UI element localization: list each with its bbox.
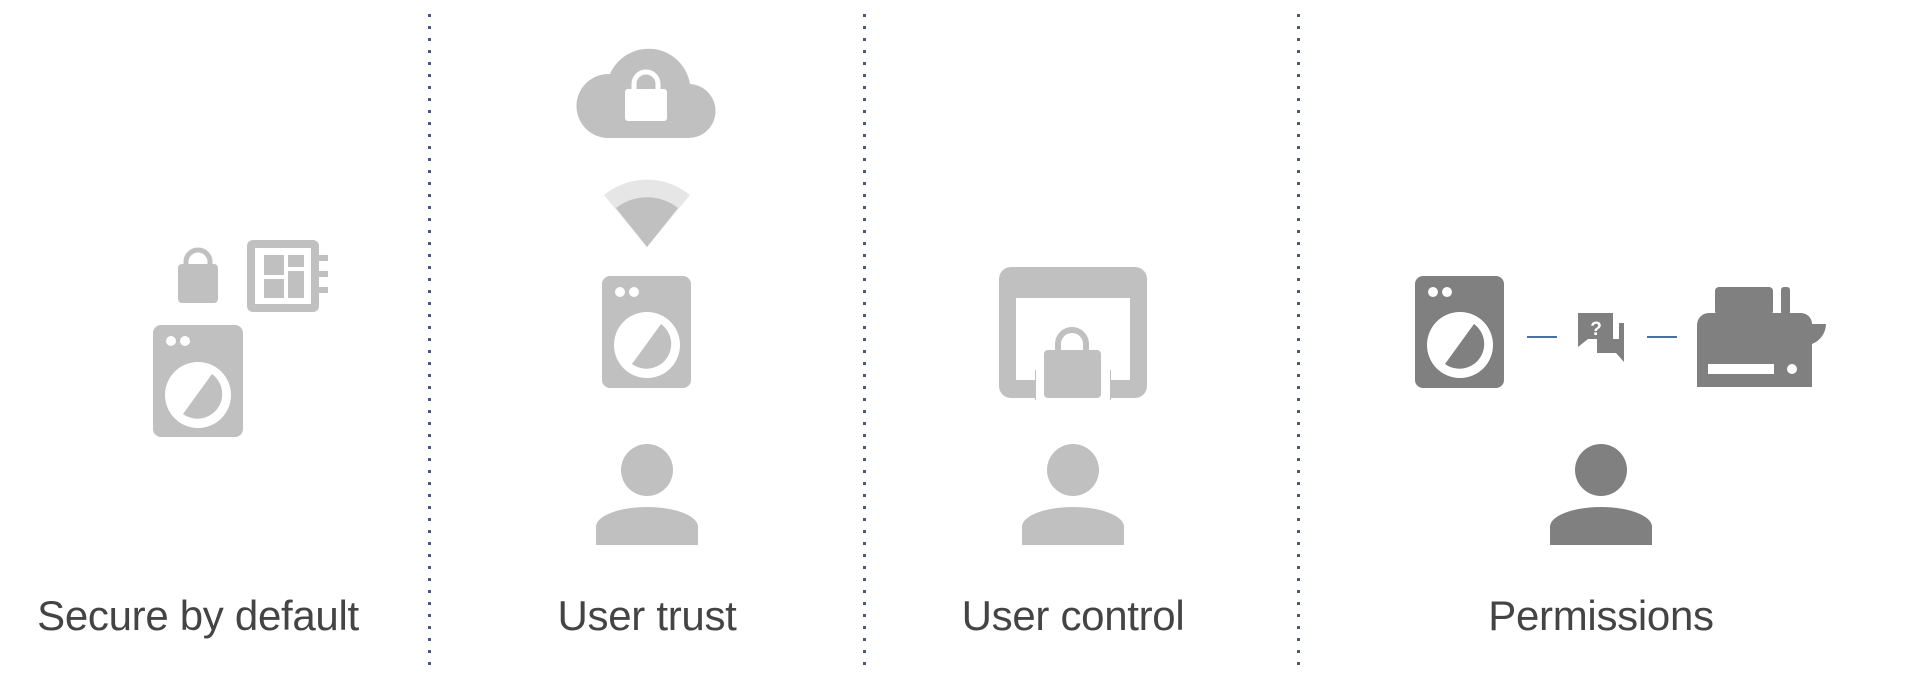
toaster-icon bbox=[1697, 287, 1826, 387]
label-permissions: Permissions bbox=[1488, 592, 1714, 639]
chip-icon bbox=[247, 240, 328, 312]
column-secure-by-default-icons bbox=[153, 240, 328, 437]
label-user-trust: User trust bbox=[557, 592, 737, 639]
washing-machine-icon bbox=[1415, 276, 1504, 388]
person-icon bbox=[1550, 444, 1652, 545]
washing-machine-icon bbox=[602, 276, 691, 388]
column-user-trust-icons bbox=[576, 48, 716, 545]
person-icon bbox=[1022, 444, 1124, 545]
browser-lock-icon bbox=[999, 267, 1147, 402]
washing-machine-icon bbox=[153, 325, 243, 437]
column-permissions-icons: ? bbox=[1415, 276, 1826, 545]
column-divider-2 bbox=[863, 14, 866, 668]
column-divider-3 bbox=[1297, 14, 1300, 668]
column-user-control-icons bbox=[999, 267, 1147, 545]
label-user-control: User control bbox=[961, 592, 1185, 639]
lock-icon bbox=[178, 247, 218, 303]
cloud-lock-icon bbox=[576, 48, 716, 139]
wifi-signal-icon bbox=[604, 179, 690, 247]
svg-text:?: ? bbox=[1590, 319, 1602, 340]
person-icon bbox=[596, 444, 698, 545]
column-divider-1 bbox=[428, 14, 431, 668]
chat-question-icon: ? bbox=[1578, 313, 1624, 362]
label-secure-by-default: Secure by default bbox=[37, 592, 359, 639]
